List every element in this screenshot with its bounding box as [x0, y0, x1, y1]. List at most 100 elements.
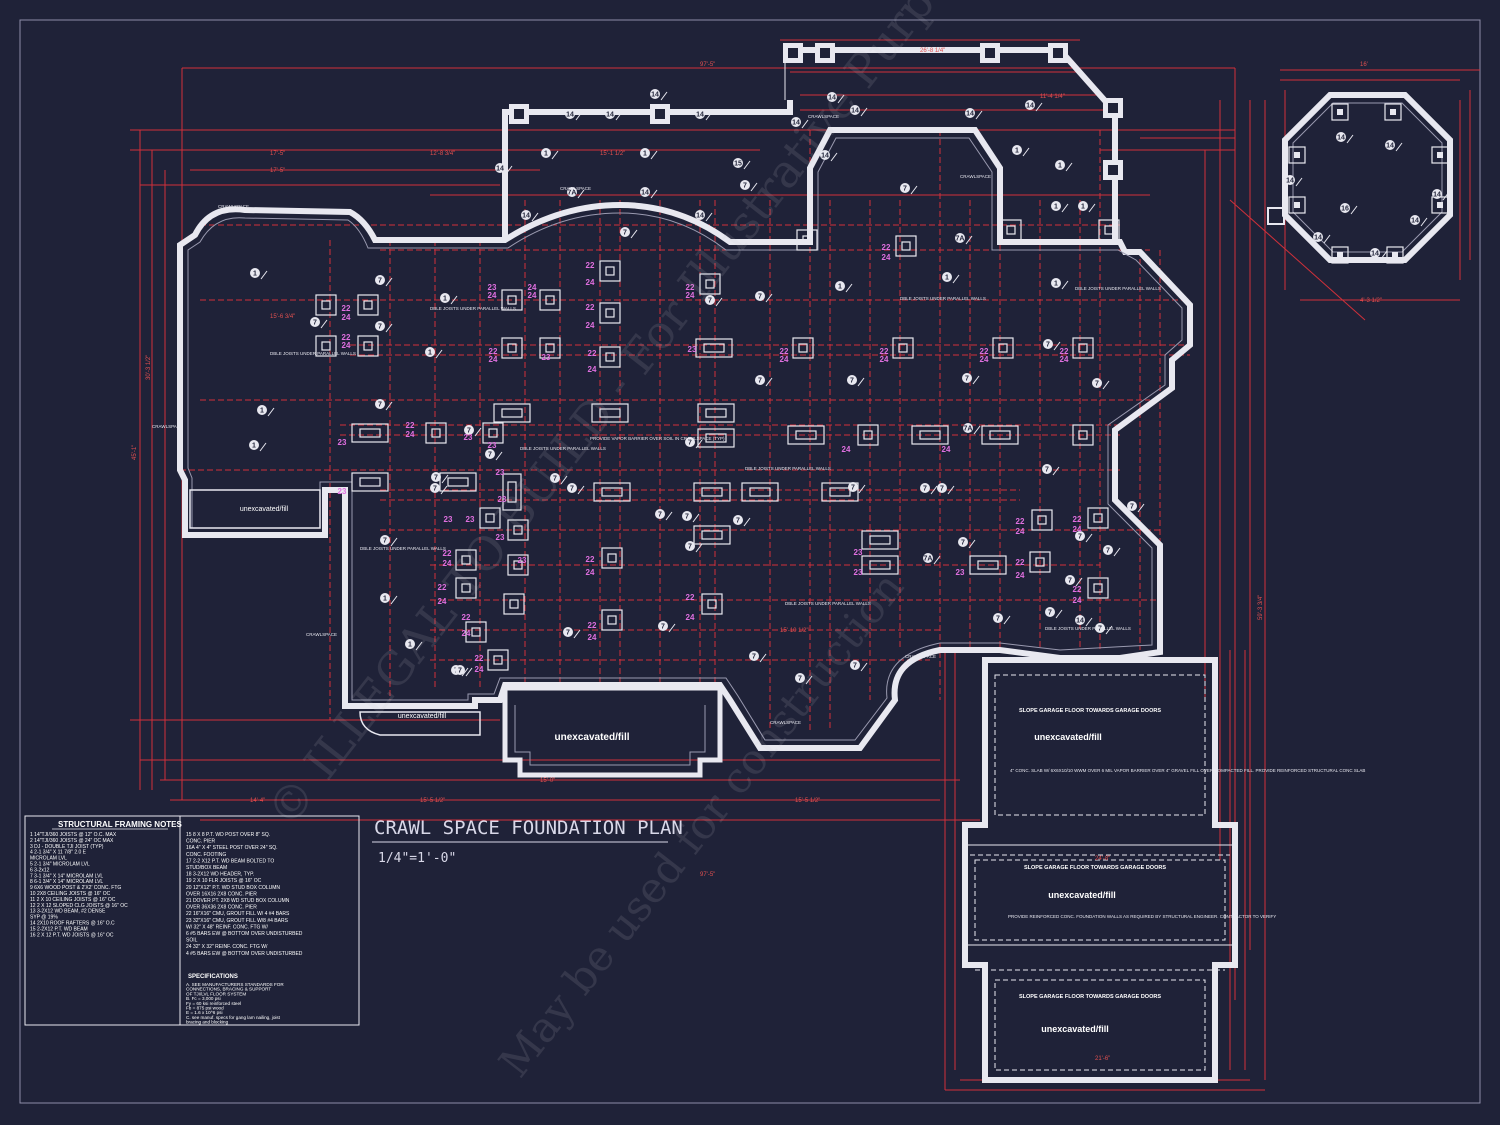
- specifications-header: SPECIFICATIONS: [188, 974, 238, 980]
- sheet-border: [19, 19, 1481, 1104]
- tag-number: 7: [658, 511, 662, 518]
- pier: [593, 482, 631, 502]
- tag-number: 14: [696, 212, 704, 219]
- left-line: 12 2 X 12 SLOPED CLG JOISTS @ 16" OC: [30, 903, 128, 909]
- pier-number: 23: [488, 441, 497, 450]
- pier: [1098, 219, 1120, 241]
- left-line: 6 3-2x12: [30, 867, 50, 873]
- right-line: 18 3-2X12 WD HEADER, TYP.: [186, 872, 254, 878]
- callout-tag: 1: [250, 268, 268, 280]
- pier-number: 22: [1073, 585, 1082, 594]
- spec-line: B. Fc = 3,000 psi: [186, 996, 221, 1001]
- pier-number: 24: [586, 321, 595, 330]
- callout-tag: 7: [1043, 339, 1061, 351]
- pier-number: 24: [1073, 596, 1082, 605]
- gazebo-post: [1288, 146, 1306, 164]
- garage-slope-note-1: SLOPE GARAGE FLOOR TOWARDS GARAGE DOORS: [1019, 708, 1161, 714]
- callout-tag: 1: [440, 293, 458, 305]
- gazebo-octagon: [1229, 69, 1480, 321]
- right-line: 23 32"X16" CMU, GROUT FILL W/8 #4 BARS: [186, 918, 289, 924]
- pier: [981, 425, 1019, 445]
- callout-tag: 7: [1103, 545, 1121, 557]
- svg-text:12'-8 3/4": 12'-8 3/4": [430, 151, 455, 157]
- pier: [439, 472, 477, 492]
- joist-note-3: DBLE JOISTS UNDER PARALLEL WALLS: [520, 446, 606, 451]
- callout-tag: 1: [380, 593, 398, 605]
- tag-number: 7A: [964, 425, 973, 432]
- tag-number: 14: [566, 111, 574, 118]
- pier: [487, 649, 509, 671]
- tag-number: 7: [383, 537, 387, 544]
- tag-number: 7: [1046, 341, 1050, 348]
- pier-number: 22: [438, 583, 447, 592]
- pier-number: 23: [466, 515, 475, 524]
- callout-tag: 1: [541, 148, 559, 160]
- pier: [911, 425, 949, 445]
- callout-tag: 1: [249, 440, 267, 452]
- left-line: 2 14"TJI/360 JOISTS @ 24" OC MAX: [30, 838, 114, 844]
- crawlspace-label-8: CRAWLSPACE: [808, 114, 839, 119]
- left-line: MICROLAM LVL: [30, 856, 67, 862]
- callout-tag: 7: [900, 183, 918, 195]
- pier-number: 22: [880, 347, 889, 356]
- garage-slope-note-3: SLOPE GARAGE FLOOR TOWARDS GARAGE DOORS: [1019, 994, 1161, 1000]
- pier: [992, 337, 1014, 359]
- svg-text:17'-5": 17'-5": [270, 151, 285, 157]
- pier: [465, 621, 487, 643]
- crawlspace-label-3: CRAWLSPACE: [306, 632, 337, 637]
- callout-tag: 14: [1410, 215, 1428, 227]
- overall-dim-left: 45'-1": [132, 445, 138, 460]
- left-line: 1 14"TJI/360 JOISTS @ 12" O.C. MAX: [30, 832, 117, 838]
- callout-tag: 7: [937, 483, 955, 495]
- spec-line: A. SEE MANUFACTURERS STANDARDS FOR: [186, 982, 284, 987]
- tag-number: 7: [566, 629, 570, 636]
- callout-tag: 7: [733, 515, 751, 527]
- tag-number: 7: [1106, 547, 1110, 554]
- pier-number: 24: [882, 253, 891, 262]
- callout-tag: 1: [1012, 145, 1030, 157]
- left-line: SYP @ 19%: [30, 915, 58, 921]
- pier-number: 24: [942, 445, 951, 454]
- svg-text:24'-8": 24'-8": [1095, 856, 1110, 862]
- callout-tag: 7: [1065, 575, 1083, 587]
- pier: [697, 403, 735, 423]
- pier: [1031, 509, 1053, 531]
- callout-tag: 15: [733, 158, 751, 170]
- right-line: 15 8 X 8 P.T. WD POST OVER 8" SQ.: [186, 832, 270, 838]
- overall-dim-top: 97'-5": [700, 62, 715, 68]
- pier-number: 22: [586, 555, 595, 564]
- callout-tag: 1: [257, 405, 275, 417]
- callout-tag: 14: [650, 89, 668, 101]
- overall-dim-right: 59'-3 3/4": [1258, 595, 1264, 620]
- left-line: 16 2 X 12 P.T. WD JOISTS @ 16" OC: [30, 932, 114, 938]
- callout-tag: 7A: [923, 553, 941, 565]
- pier-number: 22: [586, 261, 595, 270]
- callout-tag: 14: [791, 117, 809, 129]
- pier: [501, 289, 523, 311]
- crawlspace-label-7: CRAWLSPACE: [960, 174, 991, 179]
- pier-number: 24: [475, 665, 484, 674]
- tag-number: 7: [1098, 625, 1102, 632]
- tag-number: 1: [260, 407, 264, 414]
- tag-number: 7: [458, 667, 462, 674]
- pier: [539, 337, 561, 359]
- tag-number: 7: [853, 662, 857, 669]
- svg-text:15'-0": 15'-0": [540, 778, 555, 784]
- pier: [503, 593, 525, 615]
- tag-number: 7: [1068, 577, 1072, 584]
- svg-text:26'-8 1/4": 26'-8 1/4": [920, 48, 945, 54]
- pier: [861, 530, 899, 550]
- gazebo-post: [1288, 196, 1306, 214]
- tag-number: 7: [940, 485, 944, 492]
- callout-tag: 7: [685, 437, 703, 449]
- callout-tag: 14: [1370, 248, 1388, 260]
- pier: [455, 577, 477, 599]
- callout-tag: 14: [965, 108, 983, 120]
- right-line: 4 #5 BARS EW @ BOTTOM OVER UNDISTURBED: [186, 951, 303, 957]
- callout-tag: 7: [655, 509, 673, 521]
- pier-number: 24: [489, 355, 498, 364]
- pier: [741, 482, 779, 502]
- garage-slab-note: 4" CONC. SLAB W/ 6X6X10/10 WWM OVER 6 MI…: [1010, 768, 1365, 773]
- right-line: 17 2-2 X12 P.T. WD BEAM BOLTED TO: [186, 858, 274, 864]
- pier: [857, 424, 879, 446]
